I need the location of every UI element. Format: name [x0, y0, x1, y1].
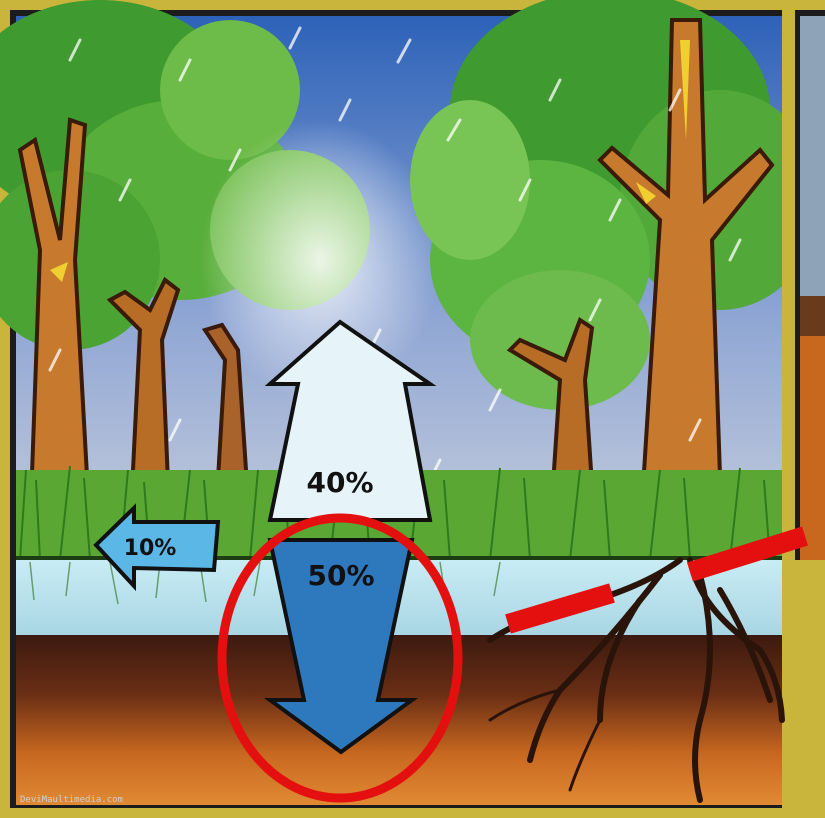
highlight-dash-left: [505, 583, 615, 634]
infiltration-label: 50%: [307, 559, 374, 592]
rain: [48, 26, 742, 482]
inset-panel: [782, 0, 825, 565]
runoff-label: 10%: [124, 536, 177, 561]
runoff-arrow: [93, 503, 221, 592]
tree-trunks: [17, 18, 775, 537]
infiltration-arrow: [263, 538, 419, 755]
main-panel: DeviMaultimedia.com: [0, 0, 820, 805]
trunk-highlights: [50, 40, 690, 282]
evaporation-label: 40%: [306, 466, 373, 499]
credit-text: DeviMaultimedia.com: [20, 795, 123, 805]
highlight-dash-right: [687, 526, 808, 582]
highlight-circle: [217, 513, 463, 803]
